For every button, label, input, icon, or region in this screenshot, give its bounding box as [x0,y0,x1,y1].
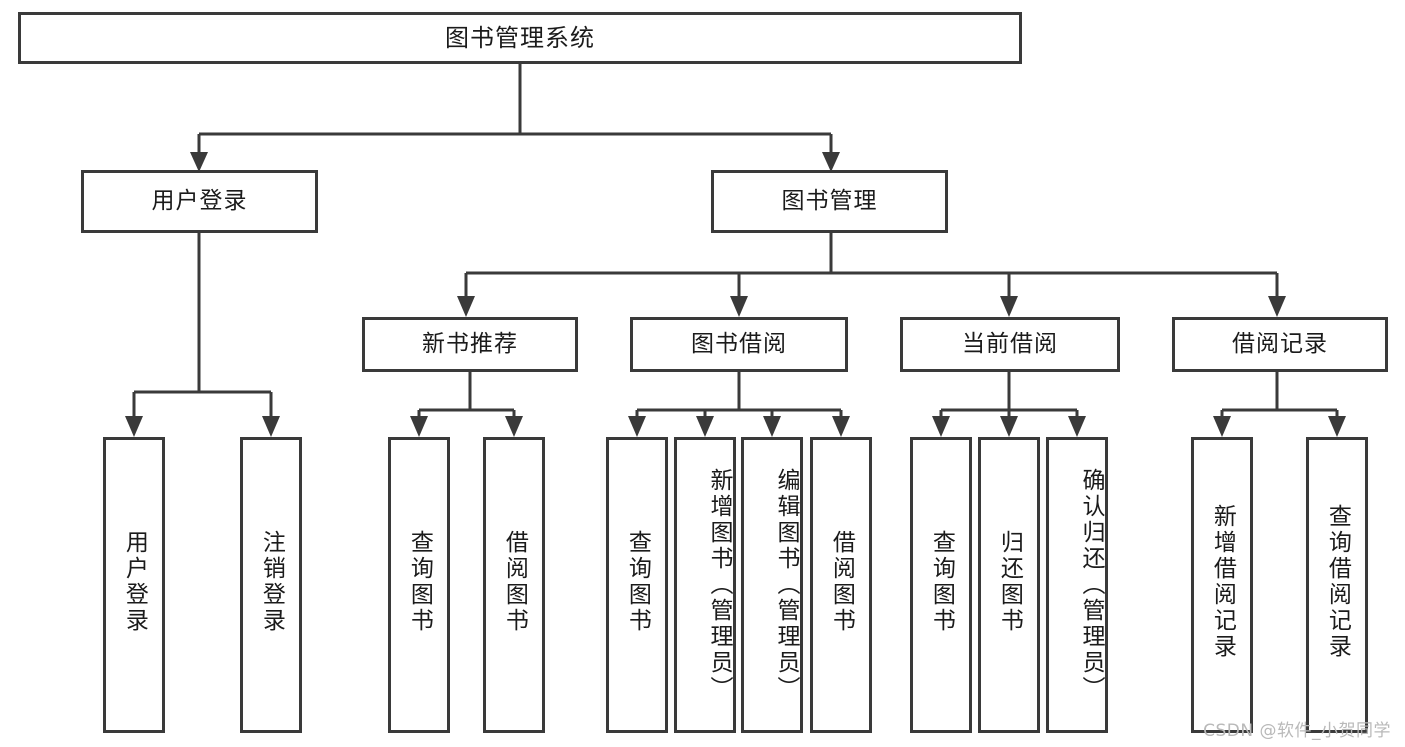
leaf-add-book-admin[interactable]: 新增图书（管理员） [674,437,736,733]
arrow-root-to-book-mgmt [822,152,840,172]
node-label: 归还图书 [996,530,1023,634]
arrow-book-borrow-leaf-1 [696,416,714,437]
leaf-edit-book-admin[interactable]: 编辑图书（管理员） [741,437,803,733]
arrow-book-borrow-leaf-3 [832,416,850,437]
node-label: 图书管理系统 [445,23,595,52]
leaf-logout-login[interactable]: 注销登录 [240,437,302,733]
arrow-borrow-record-leaf-0 [1213,416,1231,437]
arrow-to-new-book [457,296,475,317]
node-label: 用户登录 [121,530,148,634]
arrow-current-borrow-leaf-2 [1068,416,1086,437]
leaf-borrow-book[interactable]: 借阅图书 [810,437,872,733]
leaf-add-borrow-record[interactable]: 新增借阅记录 [1191,437,1253,733]
leaf-return-book[interactable]: 归还图书 [978,437,1040,733]
leaf-query-book-current[interactable]: 查询图书 [910,437,972,733]
arrow-user-login-leaf-1 [262,416,280,437]
node-label: 查询图书 [928,530,955,634]
arrow-current-borrow-leaf-1 [1000,416,1018,437]
arrow-borrow-record-leaf-1 [1328,416,1346,437]
node-user-login[interactable]: 用户登录 [81,170,318,233]
leaf-user-login[interactable]: 用户登录 [103,437,165,733]
node-label: 新增借阅记录 [1209,504,1236,660]
arrow-new-book-leaf-0 [410,416,428,437]
node-new-book-recommend[interactable]: 新书推荐 [362,317,578,372]
arrow-to-borrow-record [1268,296,1286,317]
node-book-borrow[interactable]: 图书借阅 [630,317,848,372]
leaf-query-book-recommend[interactable]: 查询图书 [388,437,450,733]
node-label: 借阅记录 [1232,330,1328,357]
arrow-to-book-borrow [730,296,748,317]
node-borrow-record[interactable]: 借阅记录 [1172,317,1388,372]
node-label: 当前借阅 [962,330,1058,357]
arrow-book-borrow-leaf-2 [763,416,781,437]
node-label: 新增图书（管理员） [706,468,732,702]
node-book-management[interactable]: 图书管理 [711,170,948,233]
node-label: 借阅图书 [501,530,528,634]
node-root-book-management-system[interactable]: 图书管理系统 [18,12,1022,64]
arrow-root-to-user-login [190,152,208,172]
node-current-borrow[interactable]: 当前借阅 [900,317,1120,372]
node-label: 查询图书 [624,530,651,634]
node-label: 图书借阅 [691,330,787,357]
node-label: 图书管理 [781,187,878,214]
node-label: 用户登录 [151,187,248,214]
node-label: 编辑图书（管理员） [773,468,799,702]
node-label: 查询借阅记录 [1324,504,1351,660]
node-label: 注销登录 [258,530,285,634]
node-label: 借阅图书 [828,530,855,634]
leaf-query-borrow-record[interactable]: 查询借阅记录 [1306,437,1368,733]
arrow-book-borrow-leaf-0 [628,416,646,437]
leaf-borrow-book-recommend[interactable]: 借阅图书 [483,437,545,733]
arrow-user-login-leaf-0 [125,416,143,437]
leaf-confirm-return-admin[interactable]: 确认归还（管理员） [1046,437,1108,733]
arrow-to-current-borrow [1000,296,1018,317]
node-label: 新书推荐 [422,330,518,357]
node-label: 确认归还（管理员） [1078,468,1104,702]
leaf-query-book-borrow[interactable]: 查询图书 [606,437,668,733]
arrow-new-book-leaf-1 [505,416,523,437]
arrow-current-borrow-leaf-0 [932,416,950,437]
node-label: 查询图书 [406,530,433,634]
